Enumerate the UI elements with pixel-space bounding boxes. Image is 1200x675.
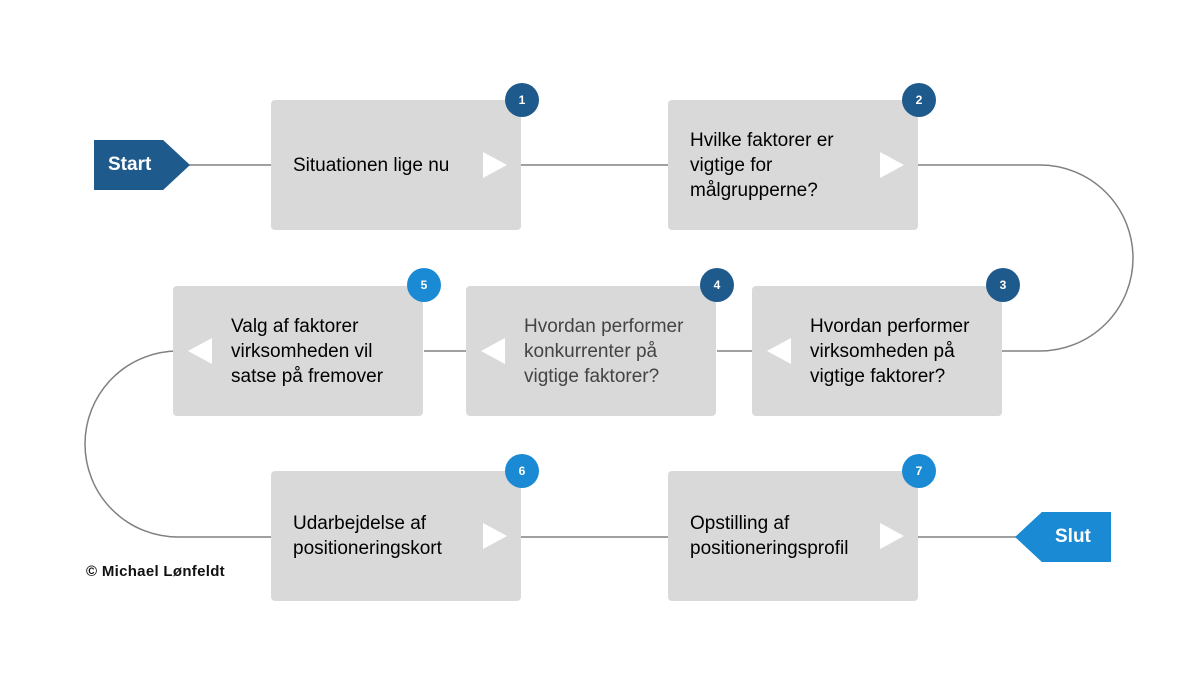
step-1-badge: 1 — [505, 83, 539, 117]
step-6-box: Udarbejdelse af positioneringskort — [271, 471, 521, 601]
step-3-box: Hvordan performer virksomheden på vigtig… — [752, 286, 1002, 416]
step-6-label: Udarbejdelse af positioneringskort — [293, 513, 442, 559]
play-right-icon — [880, 152, 904, 178]
step-3-label: Hvordan performer virksomheden på vigtig… — [810, 315, 970, 387]
step-4-badge: 4 — [700, 268, 734, 302]
step-2-box: Hvilke faktorer er vigtige for målgruppe… — [668, 100, 918, 230]
connector-2-3 — [918, 164, 1134, 352]
connector-5-6 — [84, 350, 271, 538]
step-1-label: Situationen lige nu — [293, 154, 450, 176]
step-7-box: Opstilling af positioneringsprofil — [668, 471, 918, 601]
step-4-box: Hvordan performer konkurrenter på vigtig… — [466, 286, 716, 416]
step-4-label: Hvordan performer konkurrenter på vigtig… — [524, 315, 684, 387]
play-left-icon — [767, 338, 791, 364]
step-5-box: Valg af faktorer virksomheden vil satse … — [173, 286, 423, 416]
step-5-badge: 5 — [407, 268, 441, 302]
step-2-label: Hvilke faktorer er vigtige for målgruppe… — [690, 129, 834, 201]
step-3-badge: 3 — [986, 268, 1020, 302]
step-7-badge: 7 — [902, 454, 936, 488]
play-right-icon — [483, 523, 507, 549]
play-left-icon — [188, 338, 212, 364]
step-6-badge: 6 — [505, 454, 539, 488]
play-left-icon — [481, 338, 505, 364]
step-7-label: Opstilling af positioneringsprofil — [690, 513, 849, 559]
play-right-icon — [483, 152, 507, 178]
end-label: Slut — [1055, 526, 1091, 547]
copyright-notice: © Michael Lønfeldt — [86, 563, 225, 580]
step-1-box: Situationen lige nu — [271, 100, 521, 230]
step-5-label: Valg af faktorer virksomheden vil satse … — [231, 315, 384, 387]
play-right-icon — [880, 523, 904, 549]
step-2-badge: 2 — [902, 83, 936, 117]
start-label: Start — [108, 154, 152, 175]
